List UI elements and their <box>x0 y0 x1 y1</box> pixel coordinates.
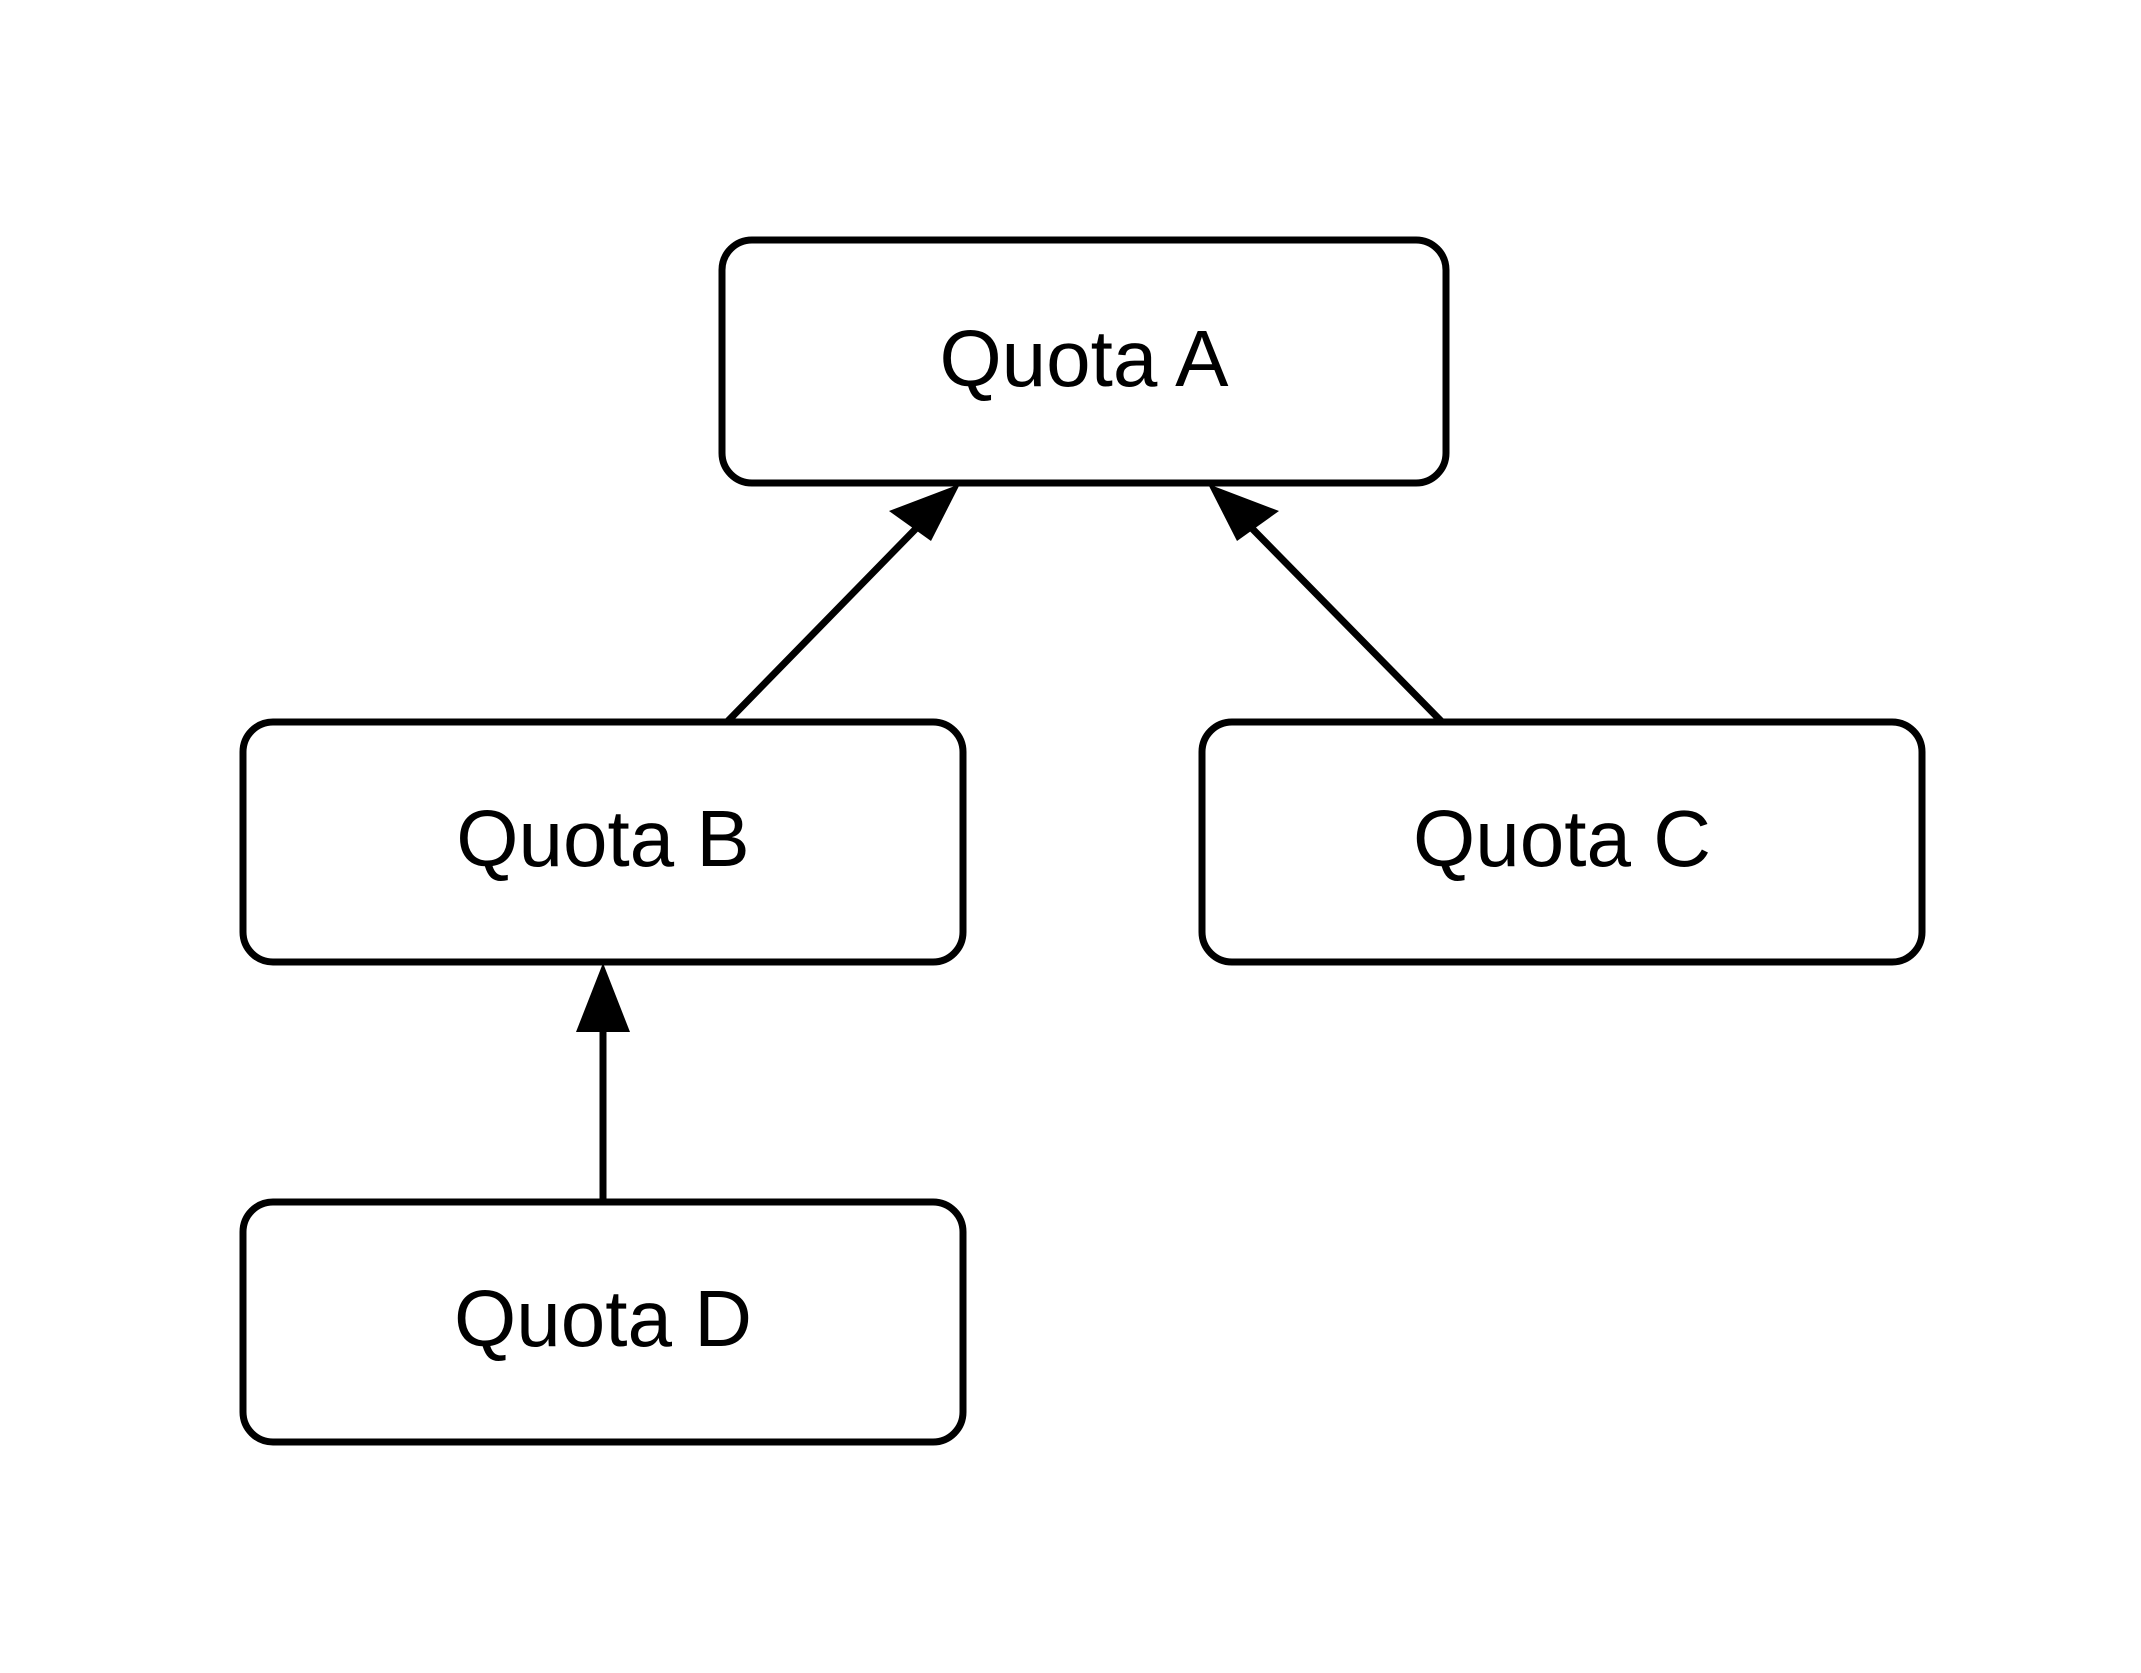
node-box-quota-c <box>1198 718 1926 966</box>
arrowhead-icon-c-to-a <box>1208 484 1279 541</box>
node-box-quota-a <box>718 236 1450 487</box>
node-label-quota-a: Quota A <box>939 314 1229 403</box>
node-quota-a[interactable]: Quota A <box>718 236 1450 487</box>
node-quota-c[interactable]: Quota C <box>1198 718 1926 966</box>
edge-quota-c-to-quota-a[interactable] <box>1208 484 1445 725</box>
arrowhead-icon-d-to-b <box>576 963 630 1032</box>
node-quota-b[interactable]: Quota B <box>239 718 967 966</box>
edge-line-c-to-a <box>1227 503 1445 725</box>
node-quota-d[interactable]: Quota D <box>239 1198 967 1446</box>
edge-line-b-to-a <box>724 503 941 725</box>
node-box-quota-d <box>239 1198 967 1446</box>
arrowhead-icon-b-to-a <box>889 484 960 541</box>
node-label-quota-d: Quota D <box>454 1274 752 1363</box>
node-box-quota-b <box>239 718 967 966</box>
edge-quota-b-to-quota-a[interactable] <box>724 484 960 725</box>
node-label-quota-c: Quota C <box>1413 794 1711 883</box>
node-label-quota-b: Quota B <box>456 794 750 883</box>
edge-quota-d-to-quota-b[interactable] <box>576 963 630 1202</box>
